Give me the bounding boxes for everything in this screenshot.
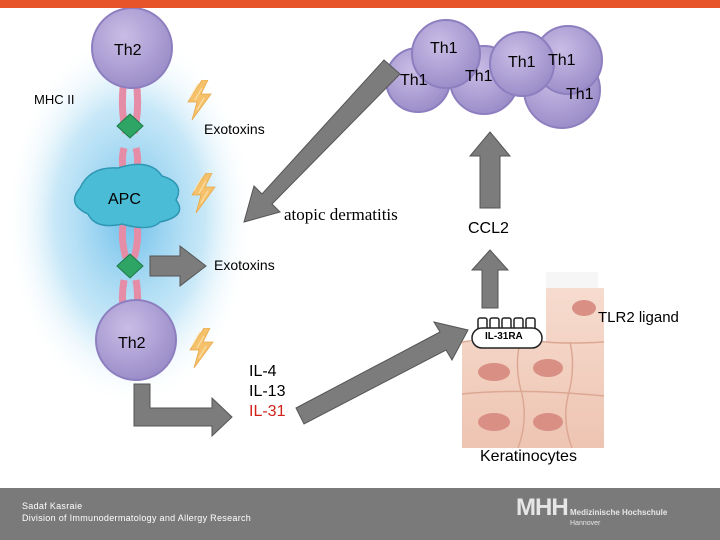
th2-cell-bottom [95,299,177,381]
footer-author: Sadaf Kasraie [22,501,83,511]
arrow-receptor-to-ccl2 [470,249,510,309]
mhh-logo: MHH Medizinische Hochschule Hannover [516,494,716,534]
th1-label-6: Th1 [566,86,594,103]
ccl2-label: CCL2 [468,220,509,237]
il31ra-receptor [471,317,543,349]
footer-division: Division of Immunodermatology and Allerg… [22,513,252,523]
antigen-bottom-icon [116,253,144,279]
th1-label-1: Th1 [430,40,458,57]
cytokine-il31: IL-31 [249,403,286,420]
exotoxins-mid-label: Exotoxins [214,257,275,273]
th2-cell-top [91,8,173,89]
th2-top-label: Th2 [114,42,142,59]
keratinocyte-layer [461,272,605,449]
cytokine-il4: IL-4 [249,363,277,380]
keratinocytes-label: Keratinocytes [480,448,577,465]
th1-label-4: Th1 [508,54,536,71]
arrow-exotoxins [149,244,207,288]
mhc-label: MHC II [34,92,75,107]
diagram-stage: Th2 MHC II Exotoxins APC atopic dermatit… [0,8,720,488]
diagram-svg [5,8,605,449]
th2-bottom-label: Th2 [118,335,146,352]
th1-cluster [385,19,603,129]
logo-name: Medizinische Hochschule [570,508,668,517]
disease-label: atopic dermatitis [284,205,398,224]
arrow-ccl2-to-th1 [468,131,512,209]
apc-cell [73,163,181,229]
antigen-top-icon [116,113,144,139]
exotoxins-top-label: Exotoxins [204,121,265,137]
arrow-cytokines-to-receptor [295,321,469,425]
footer-bar: Sadaf Kasraie Division of Immunodermatol… [0,488,720,540]
arrow-th2-to-cytokines [133,383,233,438]
th1-label-3: Th1 [465,68,493,85]
footer-author-block: Sadaf Kasraie Division of Immunodermatol… [22,500,251,524]
cytokine-il13: IL-13 [249,383,286,400]
logo-mark: MHH [516,494,569,521]
th1-label-5: Th1 [548,52,576,69]
il31ra-label: IL-31RA [485,331,523,342]
top-accent-bar [0,0,720,8]
logo-city: Hannover [570,520,601,527]
th1-label-2: Th1 [400,72,428,89]
tlr2-label: TLR2 ligand [598,309,679,326]
arrow-to-apc [243,59,401,223]
apc-label: APC [108,191,141,208]
